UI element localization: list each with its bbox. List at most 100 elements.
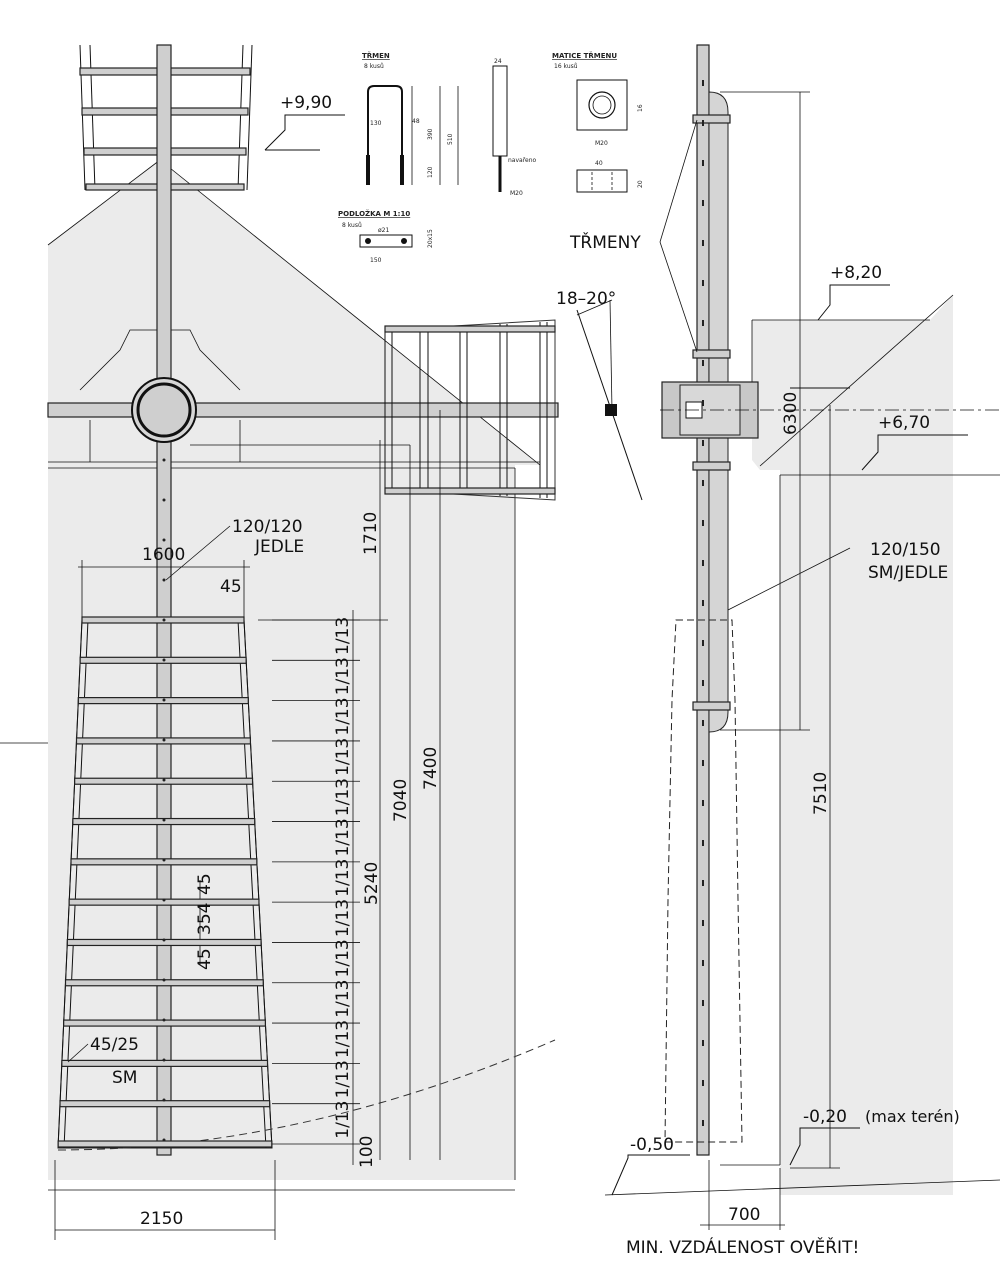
lath-spacing-fraction: 1/13 xyxy=(333,859,353,897)
dim-1710: 1710 xyxy=(361,512,381,555)
beam2-size: 120/150 xyxy=(870,540,941,560)
angle-label: 18–20° xyxy=(556,289,616,309)
bolt-hole xyxy=(702,640,704,646)
terrain-note: (max terén) xyxy=(865,1107,960,1126)
nut-dim-b: M20 xyxy=(595,140,608,147)
dim-700: 700 xyxy=(728,1205,760,1225)
mill-body-right xyxy=(604,294,1000,1196)
bolt-hole xyxy=(162,1098,166,1102)
dim-1600: 1600 xyxy=(142,545,185,565)
lath-spacing-fraction: 1/13 xyxy=(333,1060,353,1098)
lath-spacing-fraction: 1/13 xyxy=(333,617,353,655)
beam2-wood: SM/JEDLE xyxy=(868,563,948,583)
stirrup-title: TŘMEN xyxy=(362,51,390,60)
bolt-hole xyxy=(702,680,704,686)
bolt-hole xyxy=(702,920,704,926)
washer-dim-b: 20x15 xyxy=(427,229,434,248)
bolt-hole xyxy=(162,538,166,542)
bolt-hole xyxy=(162,658,166,662)
level-terrain: -0,20 xyxy=(803,1107,847,1127)
bolt-hole xyxy=(162,938,166,942)
sail-right-frame xyxy=(384,319,556,501)
foundation-outline xyxy=(664,619,743,1143)
sail-lath xyxy=(57,1140,273,1148)
lath-spacing-fraction: 1/13 xyxy=(333,1020,353,1058)
dim-45-top: 45 xyxy=(220,577,242,597)
level-marker-top xyxy=(264,114,345,151)
lath-spacing-fraction: 1/13 xyxy=(333,738,353,776)
dim-45-c: 45 xyxy=(195,948,215,970)
dim-2150: 2150 xyxy=(140,1209,183,1229)
lath-spacing-fraction: 1/13 xyxy=(333,818,353,856)
bolt-hole xyxy=(702,720,704,726)
rod-dim-b: M20 xyxy=(510,190,523,197)
bolt-hole xyxy=(162,618,166,622)
right-beam-bolt-holes xyxy=(702,80,704,1126)
dim-7400: 7400 xyxy=(421,747,441,790)
stirrup-dim-d: 510 xyxy=(447,133,454,145)
level-mid: +8,20 xyxy=(830,263,882,283)
stirrup-dim-e: 120 xyxy=(427,166,434,178)
bolt-hole xyxy=(162,738,166,742)
lath-size: 45/25 xyxy=(90,1035,139,1055)
level-base: -0,50 xyxy=(630,1135,674,1155)
bolt-hole xyxy=(702,1120,704,1126)
lath-spacing-fraction: 1/13 xyxy=(333,1101,353,1139)
bolt-hole xyxy=(702,80,704,86)
bolt-hole xyxy=(162,778,166,782)
washer-title: PODLOŽKA M 1:10 xyxy=(338,209,410,218)
nut-title: MATICE TŘMENU xyxy=(552,51,617,60)
beam1-wood: JEDLE xyxy=(254,537,304,557)
lath-spacing-fraction: 1/13 xyxy=(333,980,353,1018)
bolt-hole xyxy=(702,560,704,566)
washer-dim-a: 150 xyxy=(370,257,382,264)
bolt-hole xyxy=(702,480,704,486)
stirrup-clamps xyxy=(692,114,731,711)
bolt-hole xyxy=(702,120,704,126)
beam-bolt-holes xyxy=(162,458,166,1142)
dim-354: 354 xyxy=(195,903,215,935)
lath-spacing-fraction: 1/13 xyxy=(333,939,353,977)
lath-spacing-labels: 1/131/131/131/131/131/131/131/131/131/13… xyxy=(333,617,353,1139)
bolt-hole xyxy=(702,760,704,766)
stirrups-label: TŘMENY xyxy=(569,231,641,253)
bolt-hole xyxy=(162,698,166,702)
mill-body-left xyxy=(47,159,541,1180)
nut-dim-c: 40 xyxy=(595,160,603,167)
main-vertical-beam xyxy=(156,44,172,1156)
washer-dim-c: ø21 xyxy=(378,227,389,234)
bolt-hole xyxy=(162,818,166,822)
bolt-hole xyxy=(702,1080,704,1086)
nut-sub: 16 kusů xyxy=(554,63,578,70)
verify-note: MIN. VZDÁLENOST OVĚŘIT! xyxy=(626,1236,859,1258)
dim-5240: 5240 xyxy=(362,862,382,905)
stirrup-dim-c: 390 xyxy=(427,128,434,140)
bolt-hole xyxy=(702,240,704,246)
bolt-hole xyxy=(162,1138,166,1142)
bolt-hole xyxy=(702,200,704,206)
sail-angle-section: 18–20° xyxy=(556,289,643,501)
beam1-size: 120/120 xyxy=(232,517,303,537)
bolt-hole xyxy=(702,160,704,166)
lath-leader xyxy=(67,1043,89,1063)
bolt-hole xyxy=(702,880,704,886)
rod-dim-a: 24 xyxy=(494,58,502,65)
sail-sweep-arc xyxy=(57,1039,556,1151)
bolt-hole xyxy=(702,320,704,326)
beam1-leader xyxy=(165,525,231,581)
weld-note: navařeno xyxy=(508,157,537,164)
lath-spacing-fraction: 1/13 xyxy=(333,697,353,735)
level-top: +9,90 xyxy=(280,93,332,113)
dim-100: 100 xyxy=(357,1136,377,1168)
bolt-hole xyxy=(162,898,166,902)
bolt-hole xyxy=(702,800,704,806)
bolt-hole xyxy=(702,600,704,606)
bolt-hole xyxy=(162,1058,166,1062)
stirrup-dim-b: 48 xyxy=(412,118,420,125)
bolt-hole xyxy=(162,1018,166,1022)
bolt-hole xyxy=(162,858,166,862)
hardware-details: TŘMEN 8 kusů 130 48 390 510 120 24 M20 n… xyxy=(338,51,644,264)
stirrup-sub: 8 kusů xyxy=(364,63,384,70)
bolt-hole xyxy=(702,960,704,966)
